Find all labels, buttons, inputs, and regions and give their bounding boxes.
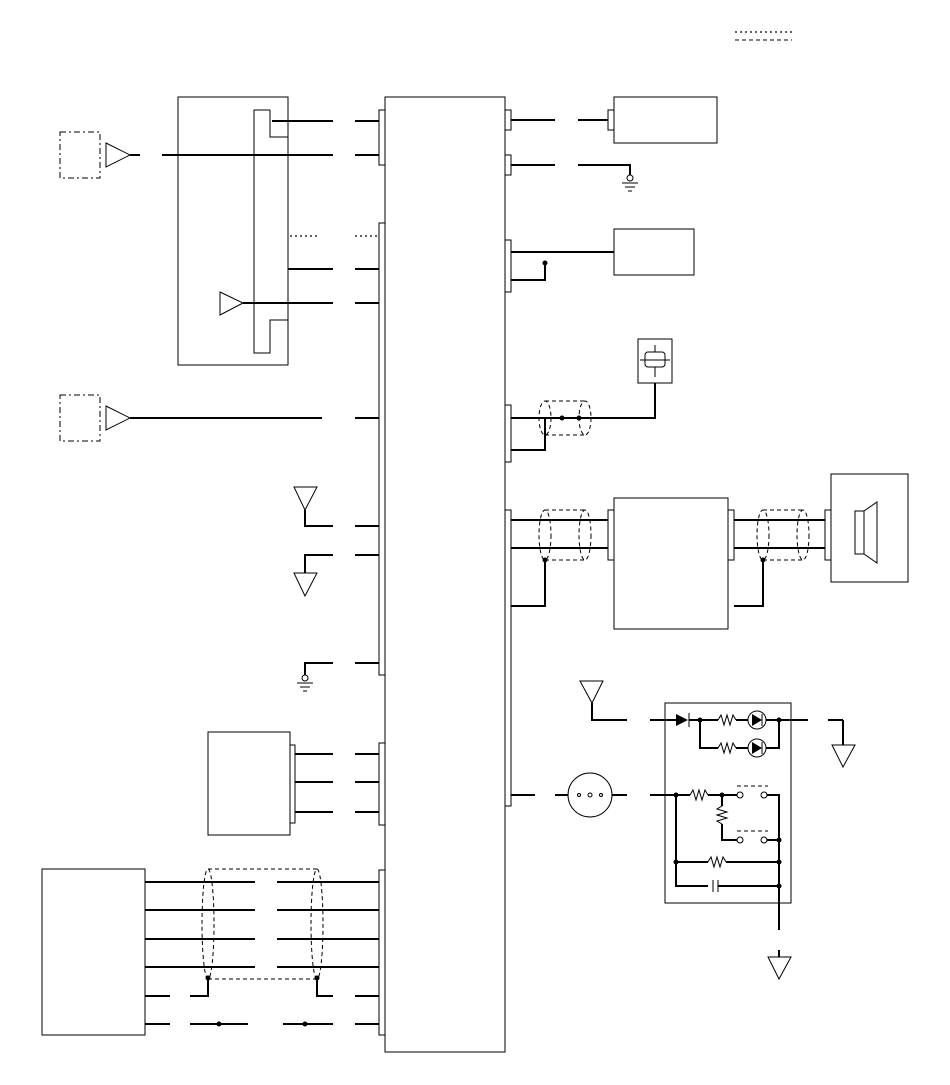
speaker-unit (824, 473, 909, 583)
indicator-circuit (650, 710, 844, 758)
upper-left-module (177, 96, 289, 366)
round-connector (511, 772, 676, 818)
shielded-wire (511, 383, 656, 451)
chassis-ground-icon (511, 164, 638, 192)
legend-line-styles (735, 31, 792, 41)
ground-up-icon (293, 486, 333, 527)
mid-left-module (207, 731, 296, 836)
ground-down-icon (293, 554, 333, 598)
chassis-ground-icon (297, 662, 333, 692)
ground-down-icon (831, 744, 856, 769)
lower-left-module (41, 868, 146, 1036)
left-connectors (378, 109, 386, 1036)
antenna-unit-2 (59, 394, 322, 442)
ground-down-icon (767, 956, 792, 981)
indicator-relay-box (664, 702, 792, 904)
antenna-unit-1 (59, 131, 140, 179)
lower-left-wiring (145, 868, 379, 1027)
speaker-icon (863, 501, 878, 564)
sensor-component (637, 338, 673, 384)
antenna-triangle-icon (219, 291, 245, 316)
relay-circuit (673, 785, 782, 957)
central-control-unit (384, 96, 506, 1053)
antenna-triangle-icon (579, 680, 627, 721)
amplifier-module (607, 497, 735, 630)
right-connectors (504, 109, 512, 807)
right-module-small (613, 228, 695, 276)
top-right-component (607, 96, 718, 144)
amplifier-wiring (511, 509, 825, 607)
diode-icon (676, 714, 688, 726)
